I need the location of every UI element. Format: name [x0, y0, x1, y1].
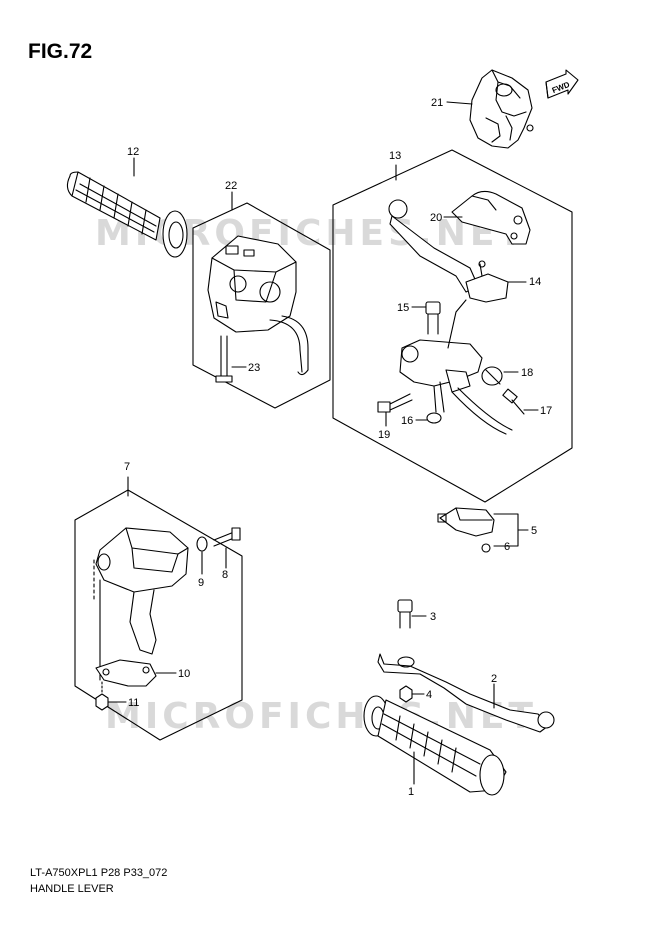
watermark-bottom: MICROFICHES.NET: [105, 696, 537, 737]
callout-5: 5: [531, 525, 537, 537]
part-15-bolt: [411, 301, 441, 335]
part-12-grip: [66, 157, 188, 258]
callout-12: 12: [127, 146, 139, 158]
part-1-grip: [363, 695, 507, 796]
callout-23: 23: [248, 362, 260, 374]
part-20-bracket: [443, 190, 531, 245]
part-16-nut: [415, 412, 442, 424]
callout-7: 7: [124, 461, 130, 473]
part-11-nut: [95, 681, 127, 711]
callout-21: 21: [431, 97, 443, 109]
part-5-switch: [437, 507, 529, 553]
part-23-screw: [215, 335, 247, 383]
callout-8: 8: [222, 569, 228, 581]
callout-16: 16: [401, 415, 413, 427]
callout-4: 4: [426, 689, 432, 701]
part-19-bolt: [377, 393, 413, 427]
figure-code: LT-A750XPL1 P28 P33_072: [30, 867, 168, 879]
callout-13: 13: [389, 150, 401, 162]
callout-15: 15: [397, 302, 409, 314]
part-10-plate: [95, 659, 177, 687]
callout-9: 9: [198, 577, 204, 589]
figure-name: HANDLE LEVER: [30, 883, 114, 895]
callout-18: 18: [521, 367, 533, 379]
callout-22: 22: [225, 180, 237, 192]
callout-17: 17: [540, 405, 552, 417]
callout-3: 3: [430, 611, 436, 623]
part-21-cover: [446, 69, 534, 149]
callout-2: 2: [491, 673, 497, 685]
part-2-lever: [377, 653, 555, 733]
callout-19: 19: [378, 429, 390, 441]
part-22-box: [192, 202, 331, 409]
part-3-bolt: [397, 599, 427, 629]
part-4-nut: [399, 685, 425, 703]
callout-6: 6: [504, 541, 510, 553]
part-13-housing: [399, 299, 513, 435]
callout-14: 14: [529, 276, 541, 288]
callout-1: 1: [408, 786, 414, 798]
part-17-screw: [502, 388, 539, 415]
fwd-arrow-icon: [545, 69, 579, 99]
part-9-washer: [196, 536, 208, 575]
callout-10: 10: [178, 668, 190, 680]
part-14-holder: [465, 260, 527, 303]
part-7-throttle: [93, 527, 189, 681]
figure-title: FIG.72: [28, 40, 93, 63]
callout-20: 20: [430, 212, 442, 224]
part-8-screw: [213, 527, 241, 569]
part-13-box: [332, 149, 573, 503]
part-22-switch: [207, 235, 309, 376]
callout-11: 11: [128, 697, 139, 709]
part-18-cap: [481, 366, 519, 386]
part-13-lever: [388, 199, 479, 293]
